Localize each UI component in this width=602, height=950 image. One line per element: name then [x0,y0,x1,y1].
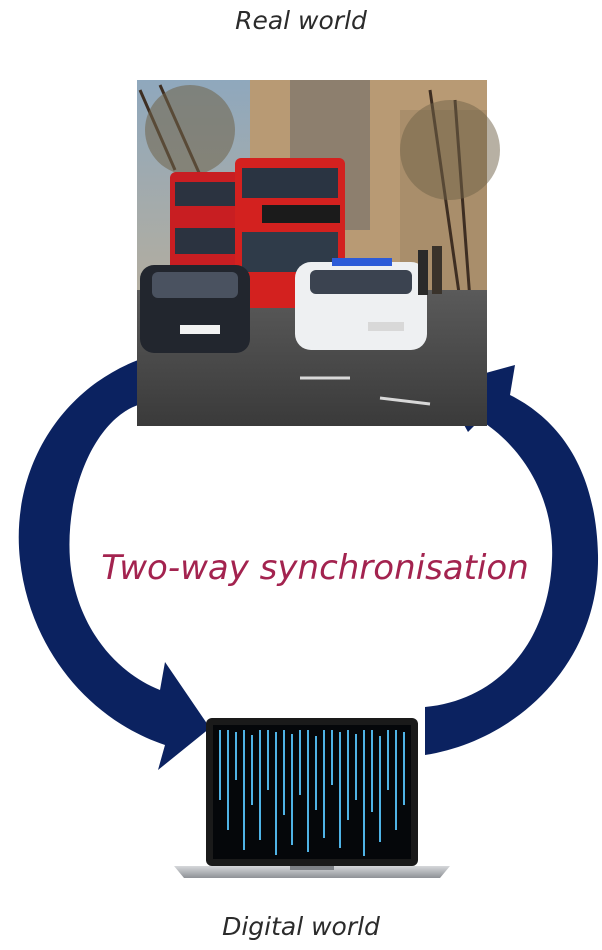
left-sync-arrow [18,360,210,770]
right-sync-arrow [425,365,599,755]
real-world-label: Real world [235,6,367,35]
digital-world-label: Digital world [222,912,380,941]
street-scene-photo [137,80,500,426]
two-way-sync-label: Two-way synchronisation [101,548,529,588]
laptop-with-matrix-code [174,718,450,878]
